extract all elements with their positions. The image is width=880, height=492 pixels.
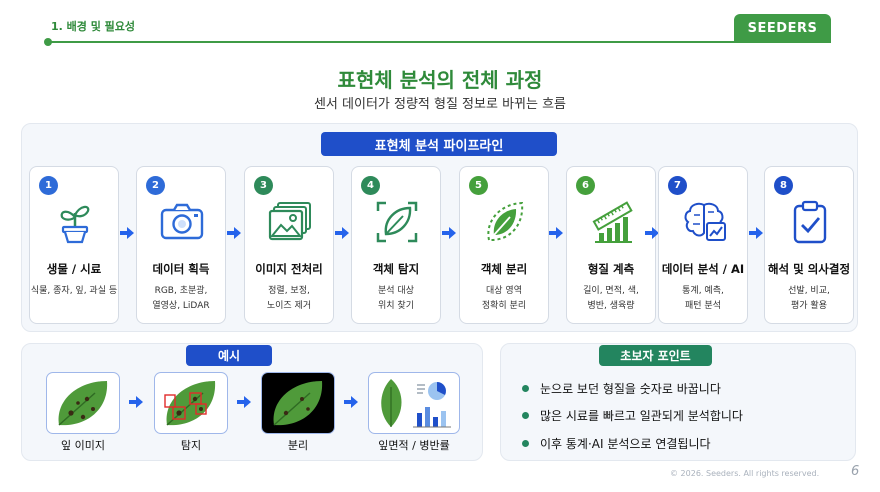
step-number: 3: [254, 176, 273, 195]
step-description: 식물, 종자, 잎, 과실 등: [30, 286, 118, 296]
step-name: 이미지 전처리: [255, 262, 323, 276]
pipeline-title: 표현체 분석 파이프라인: [321, 132, 557, 156]
arrow-right-icon: [335, 227, 349, 239]
tip-item: 이후 통계·AI 분석으로 연결됩니다: [522, 435, 711, 452]
step-name: 객체 탐지: [372, 262, 420, 276]
pipeline-step-2: 2 데이터 획득 RGB, 초분광, 열영상, LiDAR: [136, 166, 226, 324]
step-description: RGB, 초분광, 열영상, LiDAR: [152, 286, 210, 311]
tips-title: 초보자 포인트: [599, 345, 712, 366]
arrow-right-icon: [749, 227, 763, 239]
step-number: 8: [774, 176, 793, 195]
step-name: 해석 및 의사결정: [767, 262, 851, 276]
leaf-segmented-icon: [261, 372, 335, 434]
leaf-stats-icon: [368, 372, 460, 434]
arrow-right-icon: [237, 396, 251, 408]
pipeline-step-4: 4 객체 탐지 분석 대상 위치 찾기: [351, 166, 441, 324]
arrow-right-icon: [442, 227, 456, 239]
arrow-right-icon: [344, 396, 358, 408]
step-name: 데이터 획득: [152, 262, 210, 276]
example-label: 분리: [287, 439, 309, 452]
page-title: 표현체 분석의 전체 과정: [337, 68, 543, 92]
tip-item: 눈으로 보던 형질을 숫자로 바꿉니다: [522, 380, 721, 397]
pipeline-step-3: 3 이미지 전처리 정렬, 보정, 노이즈 제거: [244, 166, 334, 324]
clipboard-check-icon: [793, 200, 827, 244]
plant-pot-icon: [60, 205, 90, 244]
section-label: 1. 배경 및 필요성: [51, 20, 136, 33]
step-name: 생물 / 시료: [46, 262, 102, 276]
example-label: 잎면적 / 병반률: [378, 439, 450, 452]
tip-text: 눈으로 보던 형질을 숫자로 바꿉니다: [540, 382, 721, 396]
tip-text: 이후 통계·AI 분석으로 연결됩니다: [540, 437, 711, 451]
step-description: 길이, 면적, 색, 병반, 생육량: [583, 286, 639, 311]
step-number: 5: [469, 176, 488, 195]
bullet-icon: [522, 412, 529, 419]
arrow-right-icon: [549, 227, 563, 239]
step-number: 7: [668, 176, 687, 195]
tip-text: 많은 시료를 빠르고 일관되게 분석합니다: [540, 409, 743, 423]
arrow-right-icon: [120, 227, 134, 239]
pipeline-step-6: 6 형질 계측 길이, 면적, 색, 병반, 생육량: [566, 166, 656, 324]
header-divider: [47, 41, 831, 43]
pipeline-step-1: 1 생물 / 시료 식물, 종자, 잎, 과실 등: [29, 166, 119, 324]
step-number: 2: [146, 176, 165, 195]
step-number: 6: [576, 176, 595, 195]
pipeline-step-8: 8 해석 및 의사결정 선발, 비교, 평가 활용: [764, 166, 854, 324]
pipeline-step-5: 5 객체 분리 대상 영역 정확히 분리: [459, 166, 549, 324]
example-title: 예시: [186, 345, 272, 366]
arrow-right-icon: [227, 227, 241, 239]
leaf-detection-icon: [154, 372, 228, 434]
leaf-focus-icon: [376, 201, 418, 243]
brand-logo: SEEDERS: [734, 14, 831, 42]
step-description: 정렬, 보정, 노이즈 제거: [266, 286, 312, 311]
camera-icon: [160, 203, 204, 240]
bullet-icon: [522, 440, 529, 447]
step-name: 데이터 분석 / AI: [661, 262, 745, 276]
example-label: 탐지: [180, 439, 202, 452]
step-description: 통계, 예측, 패턴 분석: [682, 286, 724, 311]
example-label: 잎 이미지: [61, 439, 105, 452]
step-number: 4: [361, 176, 380, 195]
tip-item: 많은 시료를 빠르고 일관되게 분석합니다: [522, 407, 743, 424]
step-description: 대상 영역 정확히 분리: [481, 286, 527, 311]
leaf-segment-icon: [487, 201, 524, 242]
step-name: 객체 분리: [480, 262, 528, 276]
copyright: © 2026. Seeders. All rights reserved.: [670, 469, 820, 478]
image-stack-icon: [268, 202, 311, 241]
step-description: 분석 대상 위치 찾기: [378, 286, 414, 311]
leaf-image-icon: [46, 372, 120, 434]
step-number: 1: [39, 176, 58, 195]
arrow-right-icon: [129, 396, 143, 408]
arrow-right-icon: [645, 227, 659, 239]
page-number: 6: [851, 464, 860, 479]
page-subtitle: 센서 데이터가 정량적 형질 정보로 바뀌는 흐름: [313, 97, 567, 112]
bullet-icon: [522, 385, 529, 392]
step-name: 형질 계측: [587, 262, 635, 276]
step-description: 선발, 비교, 평가 활용: [788, 286, 830, 311]
pipeline-step-7: 7 데이터 분석 / AI 통계, 예측, 패턴 분석: [658, 166, 748, 324]
brain-chart-icon: [684, 202, 726, 241]
ruler-chart-icon: [592, 201, 633, 243]
